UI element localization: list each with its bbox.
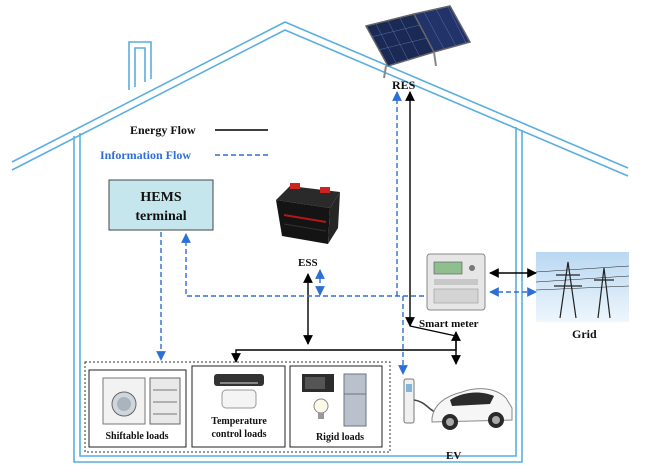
energy-bus-loads: [231, 340, 457, 363]
legend-energy-label: Energy Flow: [130, 123, 196, 137]
hems-subtitle: terminal: [135, 209, 186, 224]
microwave-icon: [302, 374, 334, 392]
temperature-label-line2: control loads: [211, 429, 266, 440]
light-bulb-icon: [313, 398, 329, 419]
shiftable-loads-box: Shiftable loads: [88, 369, 187, 448]
ess-label: ESS: [298, 257, 318, 269]
electric-car-icon: [431, 388, 513, 430]
shiftable-label: Shiftable loads: [105, 431, 168, 442]
res-label: RES: [392, 78, 416, 92]
battery-icon: [276, 183, 340, 244]
hems-terminal: HEMS terminal: [108, 179, 214, 231]
hems-title: HEMS: [140, 190, 181, 205]
smart-meter-label: Smart meter: [419, 318, 479, 330]
water-heater-icon: [221, 389, 257, 409]
information-flows: [156, 91, 537, 375]
energy-flows: [231, 91, 537, 365]
air-conditioner-icon: [214, 374, 264, 386]
grid-label: Grid: [572, 327, 597, 341]
rigid-label: Rigid loads: [316, 432, 364, 443]
temperature-label-line1: Temperature: [211, 416, 267, 427]
legend-info-label: Information Flow: [100, 148, 191, 162]
temperature-loads-box: Temperature control loads: [191, 365, 286, 448]
washing-machine-icon: [102, 377, 146, 425]
ev-label: EV: [446, 450, 461, 462]
dishwasher-icon: [149, 377, 181, 425]
energy-meter-join: [409, 325, 457, 337]
legend: Energy Flow Information Flow: [100, 123, 270, 162]
rigid-loads-box: Rigid loads: [289, 365, 383, 448]
refrigerator-icon: [343, 373, 367, 427]
grid-tower-icon: [535, 252, 630, 322]
ev-charger-icon: [403, 378, 441, 424]
smart-meter-icon: [426, 253, 486, 311]
solar-panel-icon: [364, 5, 472, 79]
